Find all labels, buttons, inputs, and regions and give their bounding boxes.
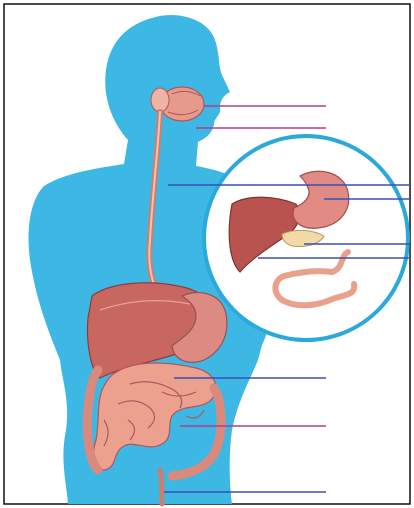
rectum [160, 470, 162, 504]
